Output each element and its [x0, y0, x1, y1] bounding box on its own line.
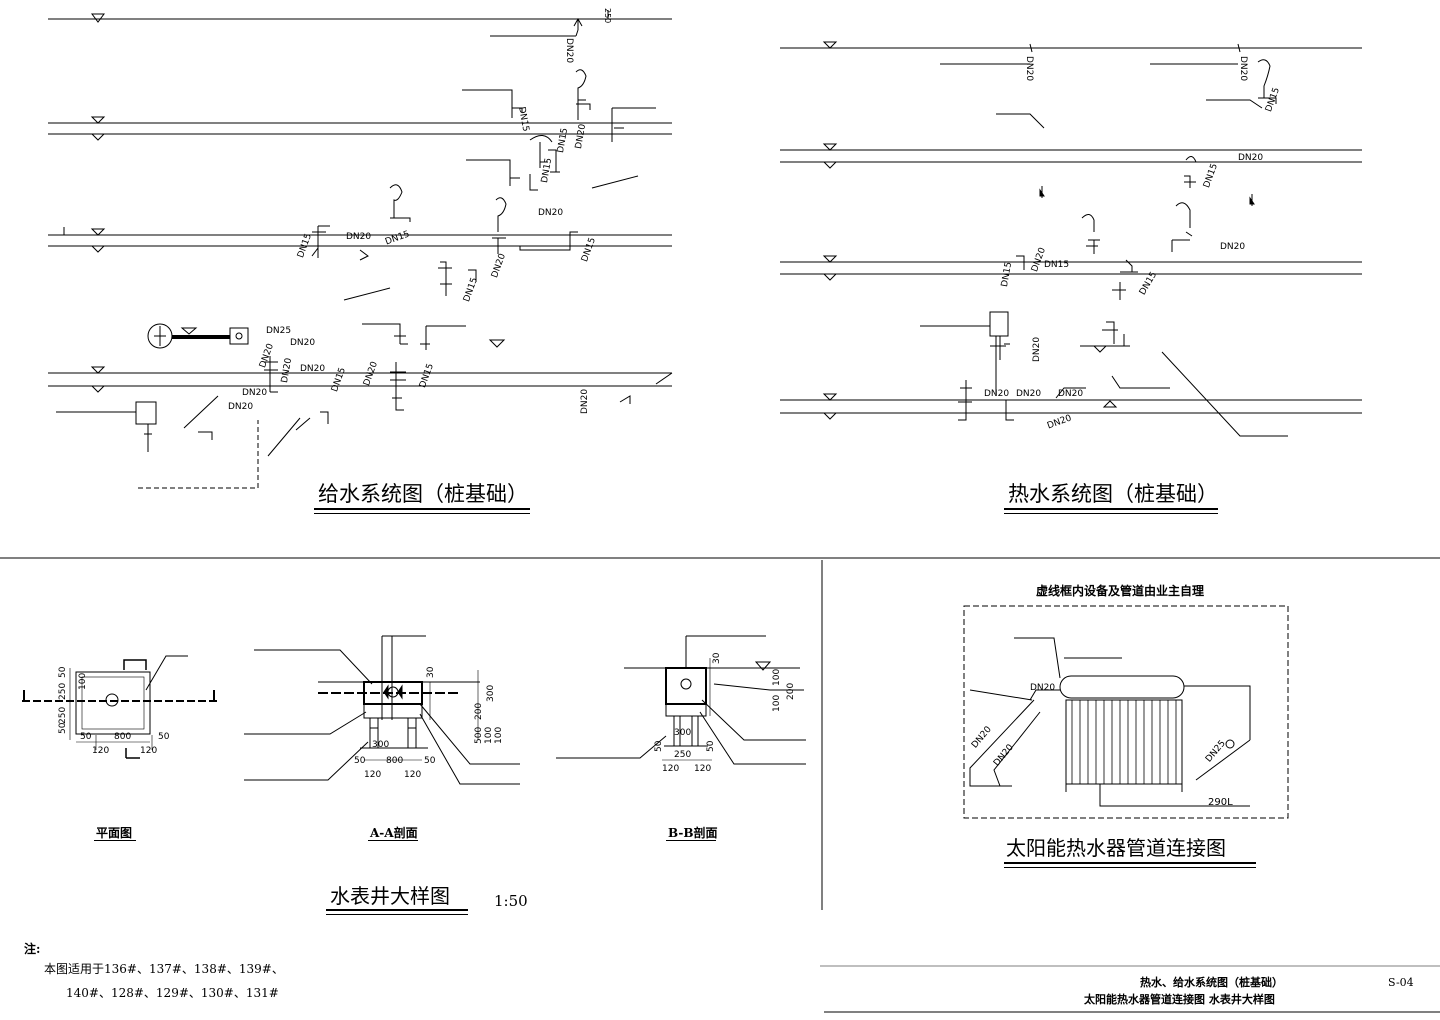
plan-label: 平面图 — [96, 826, 133, 840]
supply-dn20-q: DN20 — [242, 388, 268, 398]
titleblock-line-2: 太阳能热水器管道连接图 水表井大样图 — [1084, 993, 1275, 1006]
meter-well-title-underline — [326, 909, 468, 911]
aa-label-underline — [368, 840, 418, 841]
solar-dn20-a: DN20 — [1030, 683, 1056, 693]
bb-dim-50: 50 — [654, 740, 664, 752]
bb-dim-100: 100 — [772, 668, 782, 686]
supply-title-underline — [314, 508, 530, 510]
meter-well-section-bb — [556, 635, 806, 765]
hot-dn20-a: DN20 — [1024, 56, 1034, 82]
supply-dn20-e: DN20 — [346, 232, 372, 242]
meter-well-title-underline-2 — [326, 914, 468, 915]
meter-well-scale: 1:50 — [494, 892, 528, 910]
plan-dim-50b: 50 — [58, 722, 68, 734]
aa-dim-300b: 300 — [372, 740, 390, 750]
plan-dim-50d: 50 — [158, 732, 170, 742]
supply-title-underline-2 — [314, 513, 530, 514]
plan-label-underline — [94, 840, 136, 841]
hot-system-diagram — [780, 41, 1362, 437]
plan-dim-250a: 250 — [58, 682, 68, 700]
meter-well-title: 水表井大样图 — [330, 884, 450, 908]
bb-label: B-B剖面 — [668, 826, 718, 840]
hot-dn20-d: DN20 — [1238, 153, 1264, 163]
bb-dim-120a: 120 — [662, 764, 680, 774]
aa-dim-200: 200 — [474, 702, 484, 720]
titleblock-line-1: 热水、给水系统图（桩基础） — [1140, 976, 1283, 989]
supply-system-diagram — [48, 10, 673, 489]
bb-dim-300: 300 — [674, 728, 692, 738]
hot-title: 热水系统图（桩基础） — [1008, 482, 1218, 506]
solar-heater-diagram — [963, 605, 1289, 819]
meter-well-plan — [22, 655, 220, 759]
notes-line-2: 140#、128#、129#、130#、131# — [66, 986, 279, 1000]
hot-dn20-l: DN20 — [1016, 389, 1042, 399]
hot-title-underline-2 — [1004, 513, 1218, 514]
solar-title: 太阳能热水器管道连接图 — [1006, 836, 1226, 860]
bb-dim-100b: 100 — [772, 694, 782, 712]
hot-title-underline — [1004, 508, 1218, 510]
bb-dim-30: 30 — [712, 652, 722, 664]
aa-dim-100b: 100 — [494, 726, 504, 744]
solar-title-underline-2 — [1004, 867, 1256, 868]
aa-dim-120b: 120 — [404, 770, 422, 780]
supply-dn20-r: DN20 — [228, 402, 254, 412]
aa-label: A-A剖面 — [370, 826, 418, 840]
titleblock-sheet-no: S-04 — [1388, 976, 1414, 989]
plan-dim-250b: 250 — [58, 706, 68, 724]
bb-dim-120b: 120 — [694, 764, 712, 774]
aa-dim-500: 500 — [474, 726, 484, 744]
aa-dim-100a: 100 — [484, 726, 494, 744]
plan-dim-120a: 120 — [92, 746, 110, 756]
supply-dn20-m: DN20 — [290, 338, 316, 348]
aa-dim-50b: 50 — [424, 756, 436, 766]
plan-dim-100: 100 — [78, 672, 88, 690]
plan-dim-800: 800 — [114, 732, 132, 742]
supply-dn20-d: DN20 — [538, 208, 564, 218]
hot-dn20-b: DN20 — [1238, 56, 1248, 82]
hot-dn15-k: DN20 — [984, 389, 1010, 399]
supply-dn20-s: DN20 — [580, 388, 590, 414]
solar-capacity: 290L — [1208, 797, 1233, 808]
hot-dn20-f: DN20 — [1220, 242, 1246, 252]
supply-dn20-n: DN20 — [300, 364, 326, 374]
solar-title-underline — [1004, 862, 1256, 864]
aa-dim-300: 300 — [486, 684, 496, 702]
bb-dim-250: 250 — [674, 750, 692, 760]
plan-dim-50a: 50 — [58, 666, 68, 678]
bb-dim-50b: 50 — [706, 740, 716, 752]
supply-title: 给水系统图（桩基础） — [318, 482, 528, 506]
aa-dim-50a: 50 — [354, 756, 366, 766]
aa-dim-120a: 120 — [364, 770, 382, 780]
hot-dn20-i: DN20 — [1032, 336, 1042, 362]
plan-dim-120b: 120 — [140, 746, 158, 756]
bb-label-underline — [666, 840, 716, 841]
supply-dn25-m: DN25 — [266, 326, 292, 336]
solar-note-top: 虚线框内设备及管道由业主自理 — [1036, 584, 1205, 598]
aa-dim-800: 800 — [386, 756, 404, 766]
notes-heading: 注: — [24, 942, 41, 956]
supply-dn20-top: DN20 — [564, 38, 574, 64]
bb-dim-200: 200 — [786, 682, 796, 700]
plan-dim-50c: 50 — [80, 732, 92, 742]
hot-dn20-m: DN20 — [1058, 389, 1084, 399]
notes-line-1: 本图适用于136#、137#、138#、139#、 — [44, 962, 284, 976]
hot-dn15-g: DN15 — [1044, 260, 1070, 270]
supply-dim-250: 250 — [603, 8, 612, 24]
meter-well-section-aa — [244, 635, 520, 785]
aa-dim-30: 30 — [426, 666, 436, 678]
